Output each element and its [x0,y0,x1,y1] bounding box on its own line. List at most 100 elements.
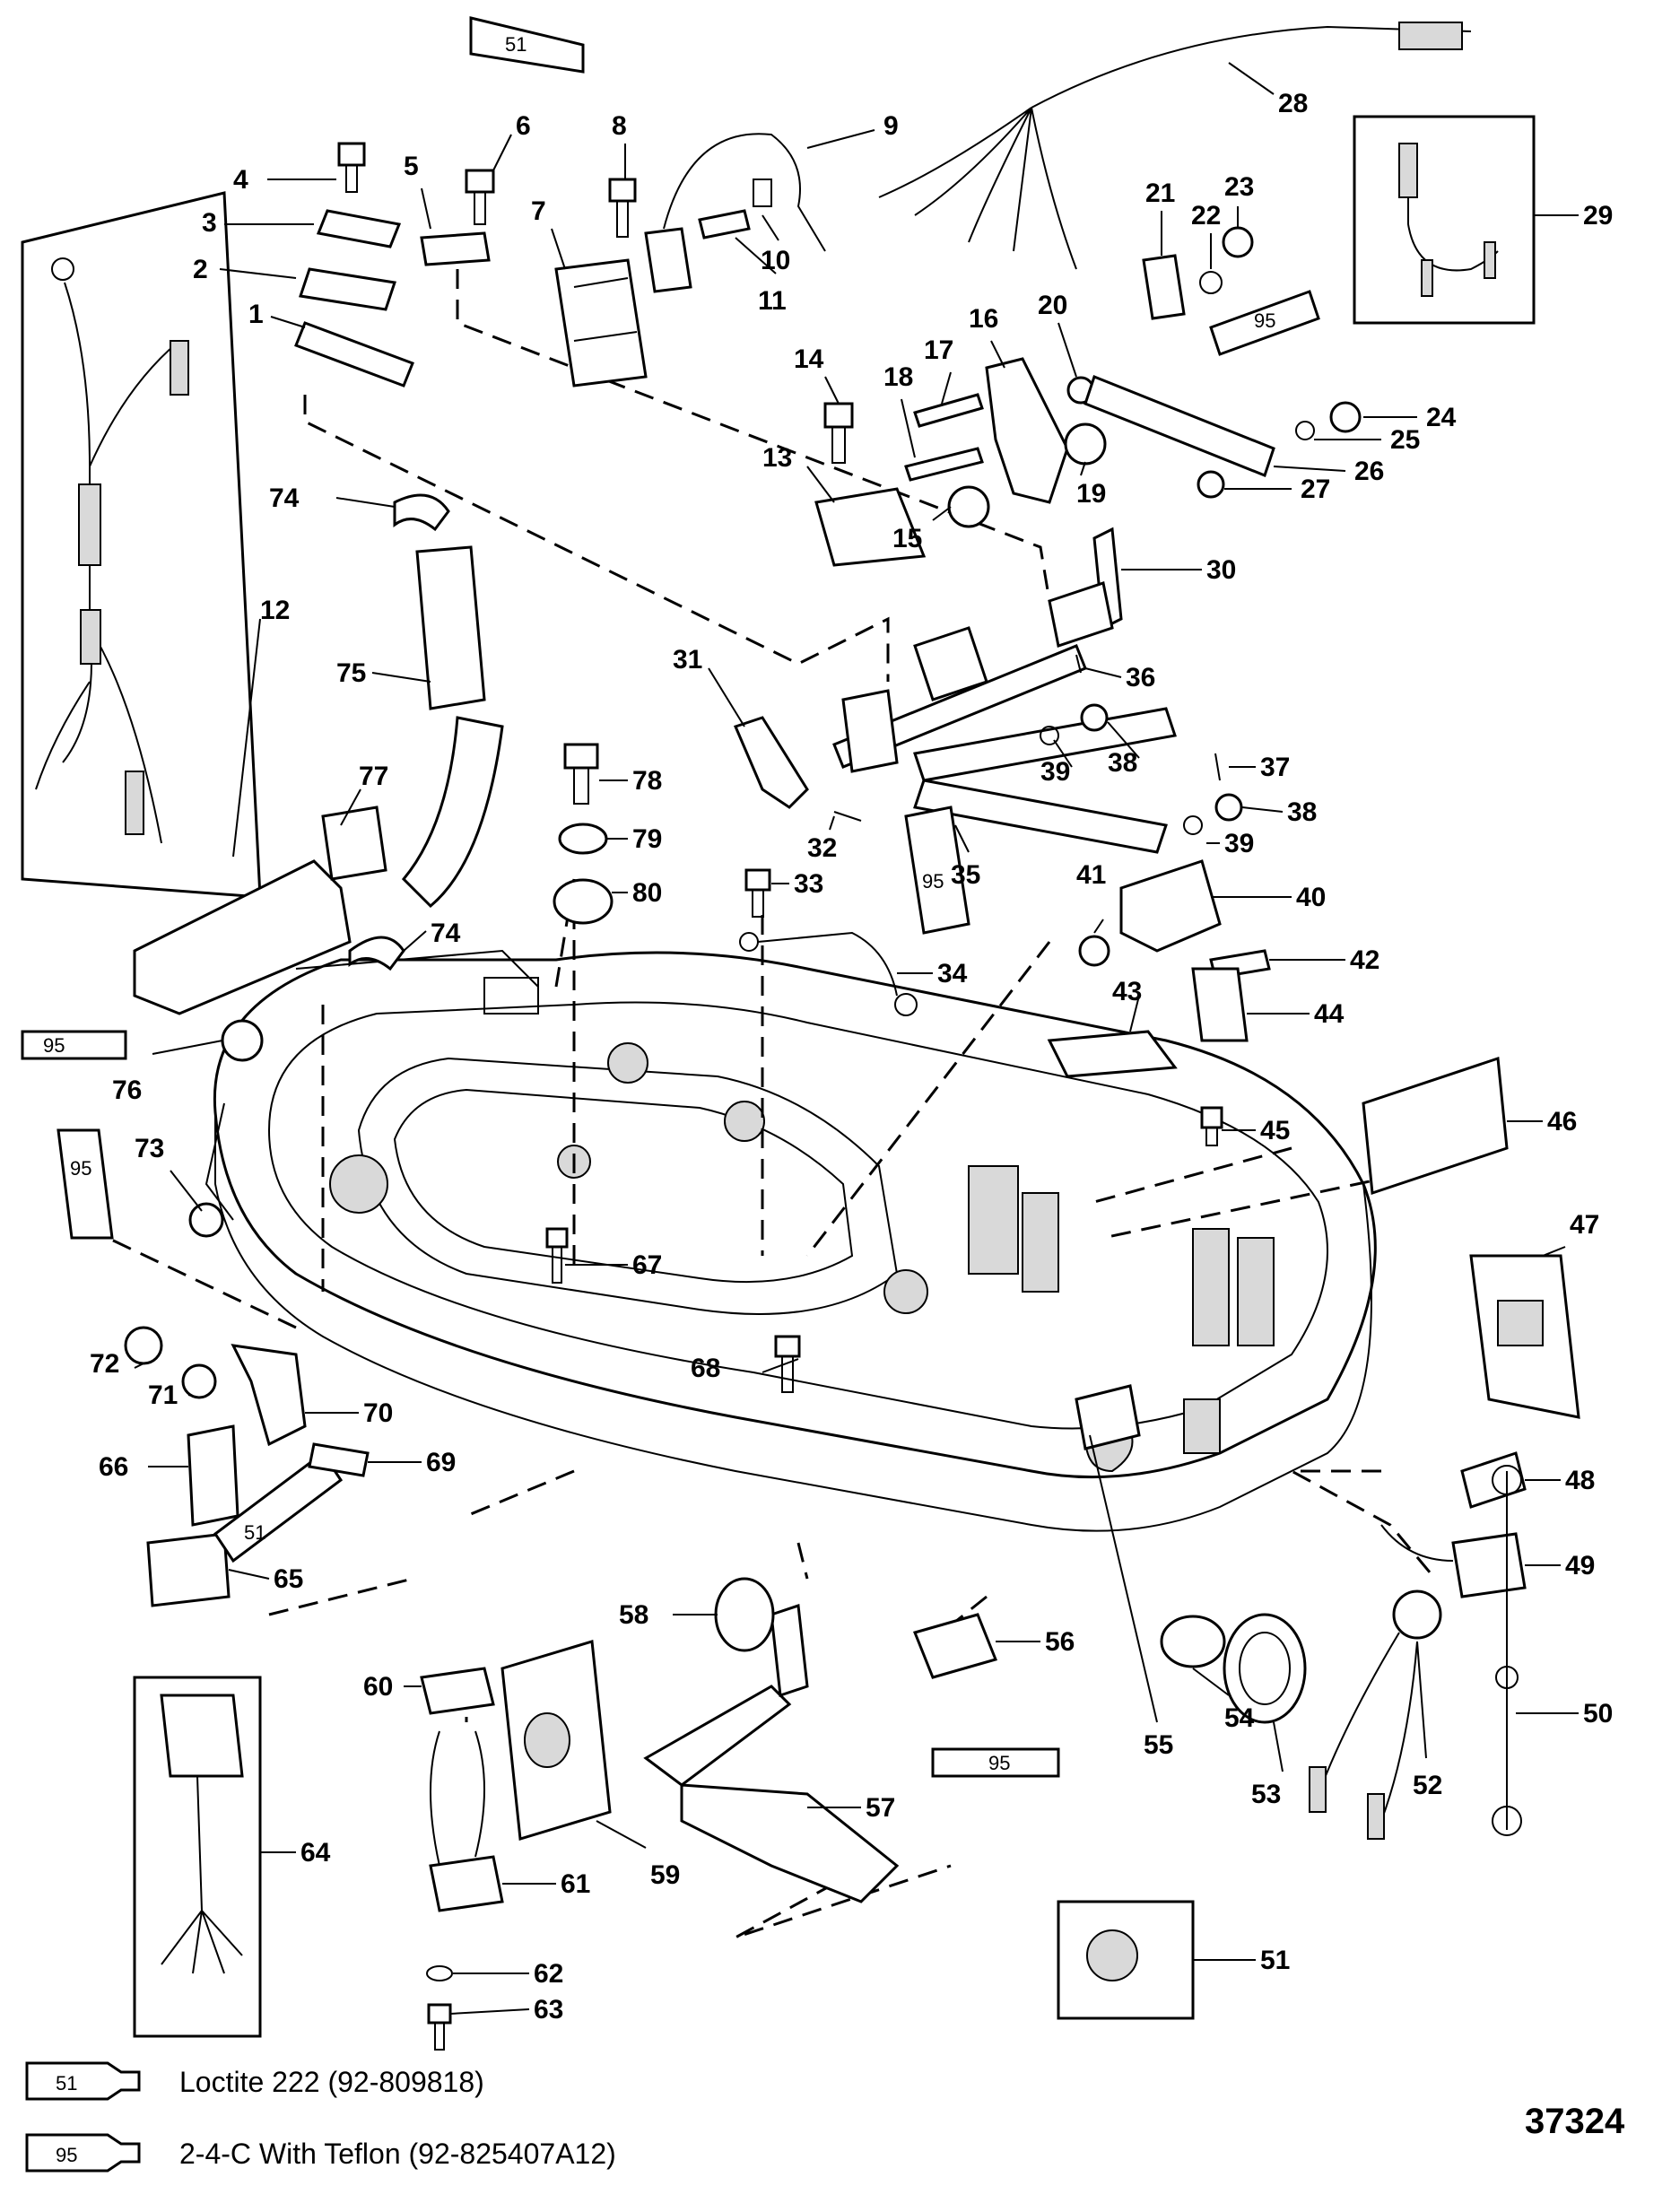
callout-36: 36 [1126,663,1155,692]
callout-55: 55 [1144,1730,1173,1760]
callout-32: 32 [807,833,837,863]
callout-47: 47 [1570,1210,1599,1240]
callout-65: 65 [274,1564,303,1594]
callout-24: 24 [1426,403,1457,432]
callout-51: 51 [1260,1946,1290,1975]
callout-26: 26 [1354,457,1384,486]
tube-label-95-left: 95 [70,1157,91,1180]
callout-76: 76 [112,1076,142,1105]
callout-69: 69 [426,1448,456,1477]
callout-52: 52 [1413,1771,1442,1800]
callout-13: 13 [762,443,792,473]
callout-68: 68 [691,1354,720,1383]
callout-41: 41 [1076,860,1106,890]
legend-text-51: Loctite 222 (92-809818) [179,2066,484,2098]
callout-27: 27 [1301,475,1330,504]
callout-53: 53 [1251,1780,1281,1809]
callout-38: 38 [1108,748,1137,778]
callout-67: 67 [632,1250,662,1280]
legend-text-95: 2-4-C With Teflon (92-825407A12) [179,2138,616,2170]
tube-label-51-top: 51 [505,33,527,56]
callout-74: 74 [269,483,300,513]
callout-49: 49 [1565,1551,1595,1581]
callout-60: 60 [363,1672,393,1702]
callout-31: 31 [673,645,702,675]
tube-label-95-upper-right: 95 [1254,309,1275,332]
callout-61: 61 [561,1869,590,1899]
callout-45: 45 [1260,1116,1290,1145]
callout-4: 4 [233,165,248,195]
callout-16: 16 [969,304,998,334]
tube-label-95-lower: 95 [988,1752,1010,1774]
dashed-leaders [107,269,1437,1939]
tube-label-95-middle: 95 [922,870,944,893]
callout-leaders [134,62,1579,2015]
callout-50: 50 [1583,1699,1613,1729]
callout-15: 15 [892,524,922,553]
legend-code-95: 95 [56,2144,77,2166]
callout-22: 22 [1191,201,1221,231]
callout-1: 1 [248,300,264,329]
callout-74b: 74 [431,919,461,948]
callout-42: 42 [1350,945,1379,975]
callout-46: 46 [1547,1107,1577,1136]
callout-18: 18 [883,362,913,392]
callout-75: 75 [336,658,366,688]
callout-37: 37 [1260,753,1290,782]
tube-label-95-side: 95 [43,1034,65,1057]
legend-code-51: 51 [56,2072,77,2094]
callout-21: 21 [1145,179,1175,208]
callout-17: 17 [924,335,953,365]
callout-38b: 38 [1287,797,1317,827]
callout-6: 6 [516,111,531,141]
callout-43: 43 [1112,977,1142,1006]
callout-72: 72 [90,1349,119,1379]
callout-30: 30 [1206,555,1236,585]
callout-80: 80 [632,878,662,908]
callout-78: 78 [632,766,662,796]
parts: 51 95 [21,16,1580,2051]
callout-3: 3 [202,208,217,238]
callout-62: 62 [534,1959,563,1989]
callout-77: 77 [359,762,388,791]
callout-66: 66 [99,1452,128,1482]
callout-39b: 39 [1224,829,1254,858]
callout-8: 8 [612,111,627,141]
callout-25: 25 [1390,425,1420,455]
callout-63: 63 [534,1995,563,2025]
callout-56: 56 [1045,1627,1075,1657]
callout-73: 73 [135,1134,164,1163]
callout-39: 39 [1040,757,1070,787]
callout-7: 7 [531,196,546,226]
callout-64: 64 [300,1838,331,1868]
part-12-wiring-harness [21,191,262,899]
callout-79: 79 [632,824,662,854]
callout-71: 71 [148,1380,178,1410]
bottom-cowl [205,949,1377,1532]
callout-35: 35 [951,860,980,890]
figure-number: 37324 [1525,2102,1625,2141]
callout-54: 54 [1224,1703,1255,1733]
callout-59: 59 [650,1860,680,1890]
callout-9: 9 [883,111,899,141]
tube-label-51-lower: 51 [244,1521,265,1544]
callout-23: 23 [1224,172,1254,202]
callout-33: 33 [794,869,823,899]
callout-70: 70 [363,1398,393,1428]
callout-12: 12 [260,596,290,625]
callout-48: 48 [1565,1466,1595,1495]
callout-58: 58 [619,1600,648,1630]
callout-11: 11 [758,286,787,316]
callout-2: 2 [193,255,208,284]
callout-14: 14 [794,344,824,374]
callout-34: 34 [937,959,968,988]
callout-5: 5 [404,152,419,181]
callout-numbers: 1 2 3 4 5 6 7 8 9 10 11 12 13 14 15 16 1… [90,89,1613,2025]
callout-20: 20 [1038,291,1067,320]
callout-10: 10 [761,246,790,275]
callout-44: 44 [1314,999,1345,1029]
callout-19: 19 [1076,479,1106,509]
legend: 51 Loctite 222 (92-809818) 95 2-4-C With… [25,2061,1625,2173]
callout-28: 28 [1278,89,1308,118]
